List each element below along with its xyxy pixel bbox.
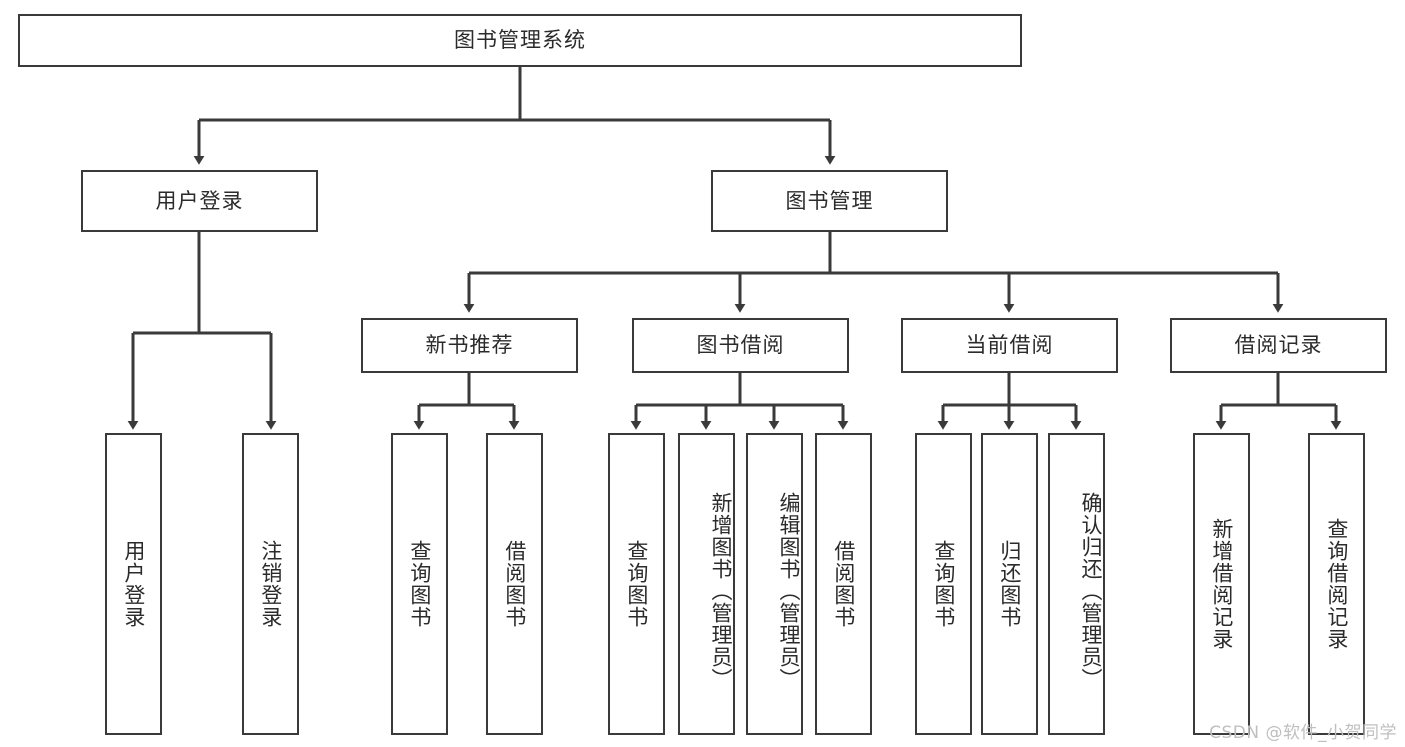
- node-root[interactable]: 图书管理系统: [18, 14, 1022, 67]
- leaf-edit-book[interactable]: 编辑图书（管理员）: [746, 433, 803, 735]
- node-root-label: 图书管理系统: [454, 28, 586, 53]
- leaf-user-login[interactable]: 用户登录: [105, 433, 162, 735]
- leaf-user-login-label: 用户登录: [121, 540, 146, 628]
- leaf-add-book[interactable]: 新增图书（管理员）: [678, 433, 735, 735]
- leaf-confirm-return[interactable]: 确认归还（管理员）: [1048, 433, 1105, 735]
- node-book-borrow-label: 图书借阅: [696, 333, 785, 358]
- node-user-login-label: 用户登录: [155, 188, 244, 213]
- leaf-return-book-label: 归还图书: [997, 540, 1022, 628]
- leaf-borrow-book-1[interactable]: 借阅图书: [486, 433, 543, 735]
- leaf-borrow-book-2[interactable]: 借阅图书: [815, 433, 872, 735]
- node-borrow-record-label: 借阅记录: [1234, 333, 1323, 358]
- leaf-return-book[interactable]: 归还图书: [981, 433, 1038, 735]
- leaf-query-record-label: 查询借阅记录: [1324, 518, 1349, 650]
- leaf-logout-label: 注销登录: [258, 540, 283, 628]
- leaf-query-book-3[interactable]: 查询图书: [915, 433, 972, 735]
- leaf-query-book-2-label: 查询图书: [624, 540, 649, 628]
- node-new-book-rec-label: 新书推荐: [425, 333, 514, 358]
- leaf-query-book-1[interactable]: 查询图书: [391, 433, 448, 735]
- leaf-query-book-1-label: 查询图书: [407, 540, 432, 628]
- leaf-borrow-book-2-label: 借阅图书: [831, 540, 856, 628]
- leaf-add-book-label: 新增图书（管理员）: [709, 492, 733, 690]
- leaf-borrow-book-1-label: 借阅图书: [502, 540, 527, 628]
- leaf-logout[interactable]: 注销登录: [242, 433, 299, 735]
- leaf-add-record[interactable]: 新增借阅记录: [1193, 433, 1250, 735]
- leaf-confirm-return-label: 确认归还（管理员）: [1079, 492, 1103, 690]
- leaf-query-record[interactable]: 查询借阅记录: [1308, 433, 1365, 735]
- node-book-manage-label: 图书管理: [785, 188, 874, 213]
- leaf-add-record-label: 新增借阅记录: [1209, 518, 1234, 650]
- leaf-query-book-2[interactable]: 查询图书: [608, 433, 665, 735]
- leaf-query-book-3-label: 查询图书: [931, 540, 956, 628]
- node-user-login[interactable]: 用户登录: [81, 170, 318, 232]
- node-book-borrow[interactable]: 图书借阅: [632, 318, 849, 373]
- watermark: CSDN @软件_小贺同学: [1209, 723, 1397, 743]
- node-new-book-rec[interactable]: 新书推荐: [361, 318, 578, 373]
- node-book-manage[interactable]: 图书管理: [711, 170, 948, 232]
- node-borrow-record[interactable]: 借阅记录: [1170, 318, 1387, 373]
- leaf-edit-book-label: 编辑图书（管理员）: [777, 492, 801, 690]
- node-current-borrow-label: 当前借阅: [965, 333, 1054, 358]
- node-current-borrow[interactable]: 当前借阅: [901, 318, 1118, 373]
